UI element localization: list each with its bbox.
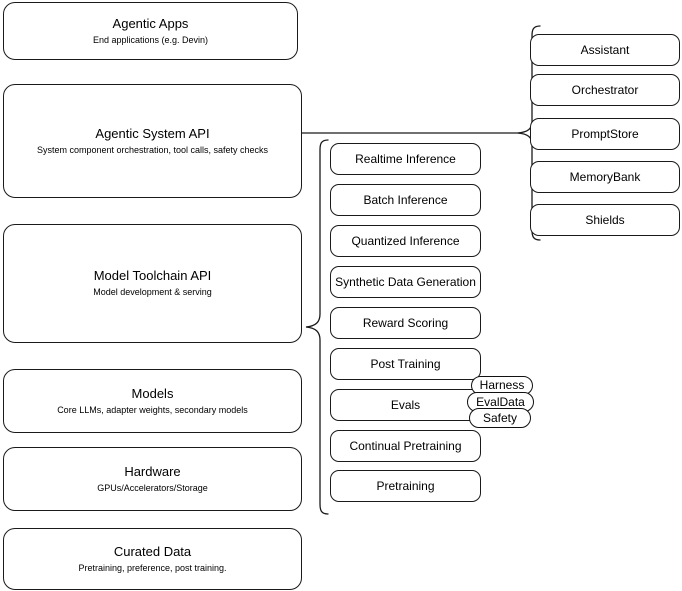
toolchain-component-label: Realtime Inference bbox=[355, 152, 456, 166]
system-component-promptstore[interactable]: PromptStore bbox=[530, 118, 680, 150]
evals-subcomponent-label: Harness bbox=[479, 378, 525, 392]
toolchain-component-label: Evals bbox=[390, 398, 421, 412]
stack-layer-title: Curated Data bbox=[113, 543, 192, 559]
stack-layer-agentic-system-api[interactable]: Agentic System API System component orch… bbox=[3, 84, 302, 198]
toolchain-component-continual-pretraining[interactable]: Continual Pretraining bbox=[330, 430, 481, 462]
system-component-assistant[interactable]: Assistant bbox=[530, 34, 680, 66]
stack-layer-title: Model Toolchain API bbox=[93, 268, 212, 283]
system-component-orchestrator[interactable]: Orchestrator bbox=[530, 74, 680, 106]
toolchain-component-label: Post Training bbox=[370, 357, 441, 371]
stack-layer-title: Agentic System API bbox=[95, 125, 210, 141]
toolchain-component-label: Continual Pretraining bbox=[349, 439, 462, 453]
toolchain-component-post-training[interactable]: Post Training bbox=[330, 348, 481, 380]
toolchain-component-pretraining[interactable]: Pretraining bbox=[330, 470, 481, 502]
toolchain-component-label: Synthetic Data Generation bbox=[335, 275, 476, 289]
stack-layer-subtitle: Pretraining, preference, post training. bbox=[78, 562, 227, 573]
system-component-label: Assistant bbox=[580, 43, 630, 57]
stack-layer-hardware[interactable]: Hardware GPUs/Accelerators/Storage bbox=[3, 447, 302, 511]
stack-layer-title: Agentic Apps bbox=[112, 15, 189, 31]
toolchain-component-quantized-inference[interactable]: Quantized Inference bbox=[330, 225, 481, 257]
system-component-label: Orchestrator bbox=[571, 83, 639, 97]
toolchain-component-realtime-inference[interactable]: Realtime Inference bbox=[330, 143, 481, 175]
toolchain-component-synthetic-data-generation[interactable]: Synthetic Data Generation bbox=[330, 266, 481, 298]
evals-subcomponent-harness[interactable]: Harness bbox=[471, 376, 533, 395]
stack-layer-model-toolchain-api[interactable]: Model Toolchain API Model development & … bbox=[3, 224, 302, 343]
evals-subcomponent-label: EvalData bbox=[476, 394, 525, 409]
stack-layer-subtitle: GPUs/Accelerators/Storage bbox=[97, 482, 208, 493]
stack-layer-subtitle: System component orchestration, tool cal… bbox=[36, 144, 269, 155]
stack-layer-subtitle: Model development & serving bbox=[93, 287, 212, 297]
stack-layer-models[interactable]: Models Core LLMs, adapter weights, secon… bbox=[3, 369, 302, 433]
stack-layer-curated-data[interactable]: Curated Data Pretraining, preference, po… bbox=[3, 528, 302, 590]
toolchain-component-label: Quantized Inference bbox=[351, 234, 460, 248]
stack-layer-subtitle: Core LLMs, adapter weights, secondary mo… bbox=[57, 404, 248, 415]
stack-layer-title: Hardware bbox=[124, 463, 181, 479]
evals-subcomponent-evaldata[interactable]: EvalData bbox=[467, 392, 534, 412]
connector-system-api-line bbox=[300, 126, 522, 140]
toolchain-component-batch-inference[interactable]: Batch Inference bbox=[330, 184, 481, 216]
toolchain-component-evals[interactable]: Evals bbox=[330, 389, 481, 421]
stack-layer-agentic-apps[interactable]: Agentic Apps End applications (e.g. Devi… bbox=[3, 2, 298, 60]
toolchain-component-label: Batch Inference bbox=[363, 193, 448, 207]
stack-layer-title: Models bbox=[131, 385, 174, 401]
toolchain-component-label: Reward Scoring bbox=[362, 316, 449, 330]
toolchain-component-label: Pretraining bbox=[376, 479, 435, 493]
brace-system-components bbox=[514, 22, 542, 246]
evals-subcomponent-label: Safety bbox=[482, 410, 518, 425]
evals-subcomponent-safety[interactable]: Safety bbox=[469, 408, 531, 428]
brace-toolchain-components bbox=[302, 136, 330, 520]
system-component-label: Shields bbox=[585, 213, 625, 227]
system-component-label: PromptStore bbox=[571, 127, 639, 141]
system-component-memorybank[interactable]: MemoryBank bbox=[530, 161, 680, 193]
system-component-label: MemoryBank bbox=[569, 170, 641, 184]
stack-layer-subtitle: End applications (e.g. Devin) bbox=[92, 34, 209, 45]
toolchain-component-reward-scoring[interactable]: Reward Scoring bbox=[330, 307, 481, 339]
system-component-shields[interactable]: Shields bbox=[530, 204, 680, 236]
